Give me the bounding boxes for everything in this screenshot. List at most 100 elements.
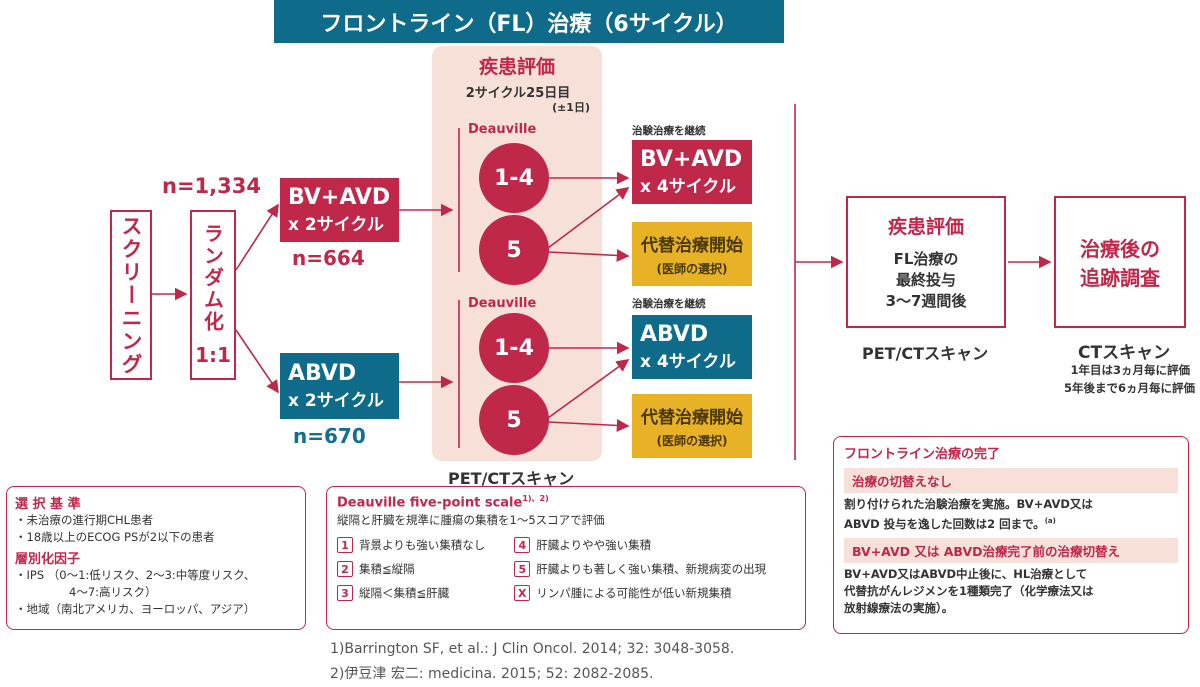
- completion-para-2c: 放射線療法の実施）。: [844, 600, 954, 615]
- alt-line1: 代替治療開始: [641, 408, 743, 428]
- scale-title-sup: 1)、2): [522, 494, 549, 503]
- score-circle-high-bv: 5: [479, 215, 549, 285]
- scale-title: Deauville five-point scale1)、2): [337, 493, 795, 510]
- completion-para-1b: ABVD 投与を逸した回数は2 回まで。(a): [844, 513, 1178, 533]
- criteria-title: 選 択 基 準: [15, 497, 81, 512]
- continue-bv-box: BV+AVD x 4サイクル: [632, 140, 752, 204]
- scale-text: 縦隔＜集積≦肝臓: [359, 586, 450, 601]
- criteria-item: ・未治療の進行期CHL患者: [15, 513, 154, 527]
- scale-text: 背景よりも強い集積なし: [359, 538, 486, 553]
- final-eval-box: 疾患評価 FL治療の 最終投与 3〜7週間後: [846, 196, 1006, 328]
- final-eval-scan: PET/CTスキャン: [862, 344, 989, 363]
- randomization-box: ランダム化 1:1: [190, 210, 236, 380]
- scale-text: 肝臓よりやや強い集積: [536, 538, 652, 553]
- title-banner: フロントライン（FL）治療（6サイクル）: [274, 0, 784, 43]
- completion-title: フロントライン治療の完了: [844, 447, 1001, 462]
- alt-treatment-box-top: 代替治療開始 (医師の選択): [632, 222, 752, 286]
- followup-line1: 治療後の: [1080, 237, 1160, 261]
- stratification-title: 層別化因子: [15, 552, 81, 567]
- scale-text: 肝臓よりも著しく強い集積、新規病変の出現: [536, 562, 767, 577]
- completion-para-2: BV+AVD又はABVD中止後に、HL治療として: [844, 566, 1088, 581]
- screening-box: スクリーニング: [110, 210, 152, 380]
- continue-bv-line2: x 4サイクル: [640, 177, 736, 197]
- completion-para-1-sup: (a): [1044, 517, 1056, 525]
- scale-item: X リンパ腫による可能性が低い新規集積: [514, 581, 795, 605]
- assessment-window: (±1日): [552, 101, 590, 114]
- arm-abvd-n: n=670: [293, 424, 366, 448]
- scale-num: 4: [514, 537, 531, 554]
- reference-1: 1)Barrington SF, et al.: J Clin Oncol. 2…: [330, 641, 735, 657]
- deauville-label-bottom: Deauville: [468, 296, 537, 311]
- arm-bv-n: n=664: [292, 246, 365, 270]
- scale-num: 5: [514, 561, 531, 578]
- scale-num: X: [514, 585, 531, 602]
- scale-title-text: Deauville five-point scale: [337, 495, 523, 511]
- continue-abvd-line1: ABVD: [640, 322, 709, 347]
- scale-item: 2 集積≦縦隔: [337, 557, 514, 581]
- completion-para-1b-text: ABVD 投与を逸した回数は2 回まで。: [844, 516, 1045, 531]
- followup-note1: 1年目は3ヵ月毎に評価: [1070, 363, 1190, 377]
- score-low-text: 1-4: [494, 165, 534, 191]
- scale-text: 集積≦縦隔: [359, 562, 415, 577]
- strat-item: ・地域（南北アメリカ、ヨーロッパ、アジア）: [15, 602, 256, 616]
- ratio-label: 1:1: [195, 343, 231, 367]
- assessment-scan: PET/CTスキャン: [448, 469, 575, 488]
- screening-label: スクリーニング: [119, 214, 143, 376]
- final-eval-title: 疾患評価: [887, 216, 964, 238]
- arm-bv-line1: BV+AVD: [288, 185, 391, 210]
- continue-abvd-line2: x 4サイクル: [640, 352, 736, 372]
- scale-item: 4 肝臓よりやや強い集積: [514, 533, 795, 557]
- followup-line2: 追跡調査: [1080, 266, 1160, 290]
- continue-abvd-box: ABVD x 4サイクル: [632, 315, 752, 379]
- continue-label-bottom: 治験治療を継続: [632, 298, 706, 310]
- arm-abvd-box: ABVD x 2サイクル: [280, 353, 399, 419]
- scale-num: 2: [337, 561, 353, 578]
- alt-line1: 代替治療開始: [641, 236, 743, 256]
- followup-box: 治療後の 追跡調査: [1054, 196, 1186, 328]
- final-eval-line1: FL治療の: [893, 250, 959, 268]
- scale-text: リンパ腫による可能性が低い新規集積: [536, 586, 732, 601]
- strat-item: 4〜7:高リスク）: [69, 585, 157, 599]
- deauville-scale-box: Deauville five-point scale1)、2) 縦隔と肝臓を規準…: [326, 486, 806, 630]
- arm-abvd-line2: x 2サイクル: [288, 391, 384, 411]
- criteria-box: 選 択 基 準 ・未治療の進行期CHL患者 ・18歳以上のECOG PSが2以下…: [6, 486, 306, 630]
- completion-para-1: 割り付けられた治験治療を実施。BV+AVD又は: [844, 497, 1093, 511]
- score-circle-low-abvd: 1-4: [479, 313, 549, 383]
- scale-num: 1: [337, 537, 353, 554]
- score-high-text: 5: [506, 407, 522, 433]
- alt-line2: (医師の選択): [656, 262, 728, 276]
- score-circle-high-abvd: 5: [479, 385, 549, 455]
- title-text: フロントライン（FL）治療（6サイクル）: [320, 11, 738, 37]
- completion-heading-1: 治療の切替えなし: [844, 468, 1178, 493]
- continue-bv-line1: BV+AVD: [640, 147, 743, 172]
- completion-para-2b: 代替抗がんレジメンを1種類完了（化学療法又は: [844, 583, 1094, 598]
- score-high-text: 5: [506, 237, 522, 263]
- criteria-item: ・18歳以上のECOG PSが2以下の患者: [15, 530, 215, 544]
- arm-bv-line2: x 2サイクル: [288, 215, 384, 235]
- scale-num: 3: [337, 585, 353, 602]
- followup-scan: CTスキャン: [1078, 343, 1171, 363]
- assessment-title: 疾患評価: [478, 56, 555, 78]
- arm-abvd-line1: ABVD: [288, 361, 357, 386]
- final-eval-line3: 3〜7週間後: [885, 292, 967, 310]
- assessment-timing: 2サイクル25日目: [465, 86, 571, 101]
- scale-desc: 縦隔と肝臓を規準に腫瘍の集積を1〜5スコアで評価: [337, 513, 605, 528]
- alt-treatment-box-bottom: 代替治療開始 (医師の選択): [632, 394, 752, 458]
- alt-line2: (医師の選択): [656, 434, 728, 448]
- scale-item: 5 肝臓よりも著しく強い集積、新規病変の出現: [514, 557, 795, 581]
- randomization-label: ランダム化: [200, 223, 225, 333]
- n-total: n=1,334: [162, 174, 261, 198]
- arm-bv-box: BV+AVD x 2サイクル: [280, 178, 399, 242]
- completion-heading-2: BV+AVD 又は ABVD治療完了前の治療切替え: [844, 537, 1178, 563]
- final-eval-line2: 最終投与: [895, 271, 956, 289]
- score-low-text: 1-4: [494, 335, 534, 361]
- continue-label-top: 治験治療を継続: [632, 125, 706, 137]
- scale-item: 1 背景よりも強い集積なし: [337, 533, 514, 557]
- strat-item: ・IPS （0〜1:低リスク、2〜3:中等度リスク、: [15, 568, 256, 582]
- completion-box: フロントライン治療の完了 治療の切替えなし 割り付けられた治験治療を実施。BV+…: [833, 436, 1189, 634]
- deauville-label-top: Deauville: [468, 122, 537, 137]
- reference-2: 2)伊豆津 宏二: medicina. 2015; 52: 2082-2085.: [330, 666, 654, 682]
- score-circle-low-bv: 1-4: [479, 143, 549, 213]
- scale-item: 3 縦隔＜集積≦肝臓: [337, 581, 514, 605]
